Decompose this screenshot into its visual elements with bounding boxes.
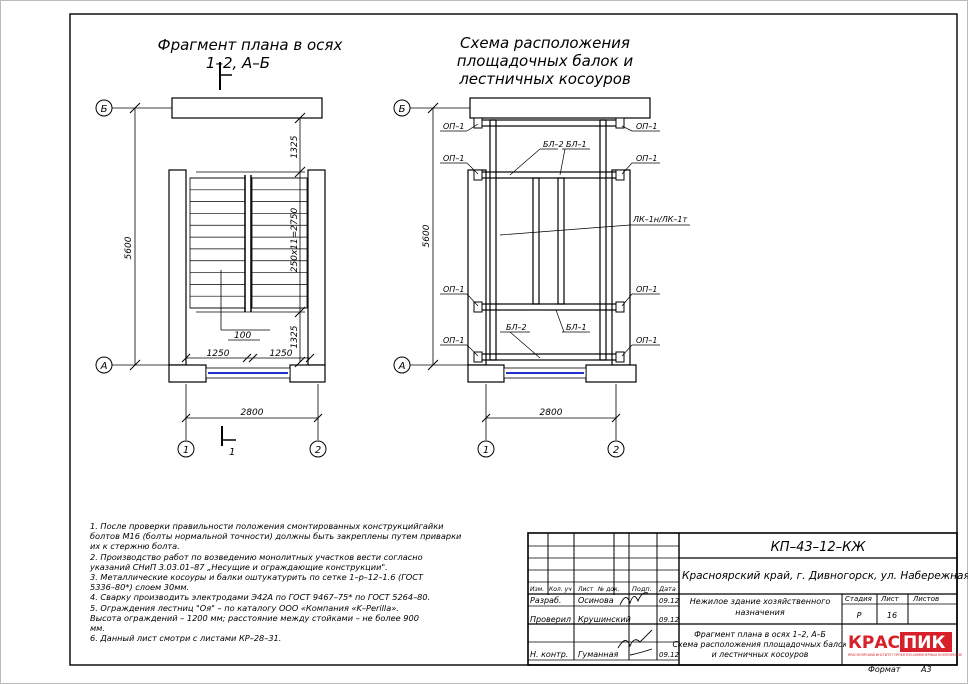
name-normcontrol: Гуманная (578, 650, 618, 659)
object-line2: назначения (735, 608, 785, 617)
label-op1-6: ОП–1 (636, 154, 657, 163)
stage-value: Р (857, 611, 862, 620)
left-title-line1: Фрагмент плана в осях (158, 36, 343, 54)
label-op1-8: ОП–1 (636, 336, 657, 345)
signature-developer (619, 592, 649, 606)
company-logo: КРАС ПИК КРАСНОЯРСКИЙ ИНСТИТУТ ПРОЕКТНО-… (846, 628, 962, 658)
date-developer: 09.12 (659, 597, 680, 605)
project-code: КП–43–12–КЖ (771, 540, 867, 555)
note-line: 5336–80*) слоем 30мм. (90, 582, 190, 593)
object-line1: Нежилое здание хозяйственного (690, 597, 831, 606)
axis-bubble-1-left (177, 440, 195, 458)
axis-label-a-right: А (398, 361, 406, 372)
role-developer: Разраб. (530, 596, 561, 605)
right-title-line1: Схема расположения (460, 34, 630, 52)
note-line: 1. После проверки правильности положения… (90, 521, 444, 531)
dim-5600-right: 5600 (422, 224, 432, 247)
hdr-list: Лист (577, 586, 594, 593)
axis-bubble-1-right (477, 440, 495, 458)
hdr-kol: Кол. уч (549, 586, 572, 593)
axis-label-1-left: 1 (183, 445, 189, 456)
axis-label-b-right: Б (399, 104, 406, 115)
signature-normcontrol (617, 629, 653, 656)
title-block-text: КП–43–12–КЖ Красноярский край, г. Дивног… (530, 540, 968, 674)
left-title-line2: 1–2, А–Б (206, 54, 270, 72)
note-line: Высота ограждений – 1200 мм; расстояние … (90, 612, 419, 623)
role-checker: Проверил (530, 615, 571, 624)
note-line: указаний СНиП 3.03.01–87 „Несущие и огра… (90, 561, 388, 572)
note-line: 6. Данный лист смотри с листами КР–28–31… (90, 633, 282, 644)
stage-label: Стадия (845, 595, 872, 603)
dim-1250-left: 1250 (207, 349, 230, 359)
note-line: мм. (90, 623, 105, 634)
sheet-label: Лист (880, 595, 900, 603)
dim-2750: 250x11=2750 (290, 208, 300, 273)
format-value: А3 (920, 665, 932, 674)
dim-2800-left: 2800 (241, 408, 264, 418)
logo-text-right: ПИК (903, 633, 945, 653)
right-title-line2: площадочных балок и (457, 52, 634, 70)
dim-5600-left: 5600 (124, 236, 134, 259)
hdr-izm: Изм. (530, 586, 544, 593)
hdr-doc: № док. (597, 586, 620, 593)
dim-100: 100 (234, 331, 251, 341)
logo-subtitle: КРАСНОЯРСКИЙ ИНСТИТУТ ПРОЕКТНО-ИНЖЕНЕРНЫ… (848, 652, 962, 657)
right-title-line3: лестничных косоуров (458, 70, 631, 88)
support-plates (473, 117, 625, 363)
sheet-title-line2: Схема расположения площадочных балок (673, 640, 848, 649)
date-normcontrol: 09.12 (659, 651, 680, 659)
name-checker: Крушинский (578, 615, 631, 624)
note-line: 5. Ограждения лестниц "Оя" – по каталогу… (90, 602, 399, 613)
dim-1325-bottom: 1325 (290, 325, 300, 348)
axis-label-a-left: А (100, 361, 108, 372)
axis-label-1-right: 1 (483, 445, 489, 456)
axis-label-2-right: 2 (613, 445, 619, 456)
label-bl1-bottom: БЛ–1 (566, 323, 587, 332)
section-mark-label: 1 (229, 447, 235, 458)
dim-1325-top: 1325 (290, 135, 300, 158)
note-line: 4. Сварку производить электродами Э42А п… (90, 592, 431, 603)
note-line: 2. Производство работ по возведению моно… (90, 551, 423, 562)
label-op1-1: ОП–1 (443, 122, 464, 131)
general-notes: 1. После проверки правильности положения… (90, 521, 510, 643)
axis-bubble-2-right (607, 440, 625, 458)
name-developer: Осинова (578, 596, 614, 605)
note-line: болтов М16 (болты нормальной точности) д… (90, 531, 462, 542)
right-beam-scheme: Схема расположения площадочных балок и л… (393, 34, 690, 458)
hdr-date: Дата (658, 585, 676, 593)
platform-beams (477, 119, 621, 361)
label-lk: ЛК–1н/ЛК–1т (632, 215, 687, 224)
project-location: Красноярский край, г. Дивногорск, ул. На… (682, 570, 968, 582)
label-bl1-top: БЛ–1 (566, 140, 587, 149)
axis-bubble-2-left (309, 440, 327, 458)
label-bl2-bottom: БЛ–2 (506, 323, 527, 332)
left-plan-drawing: Фрагмент плана в осях 1–2, А–Б Б А (95, 36, 343, 458)
dim-2800-right: 2800 (540, 408, 563, 418)
role-normcontrol: Н. контр. (530, 650, 568, 659)
label-op1-4: ОП–1 (443, 336, 464, 345)
label-op1-5: ОП–1 (636, 122, 657, 131)
axis-label-2-left: 2 (315, 445, 321, 456)
axis-label-b-left: Б (101, 104, 108, 115)
logo-text-left: КРАС (848, 633, 900, 653)
sheet-title-line1: Фрагмент плана в осях 1–2, А–Б (694, 630, 826, 639)
date-checker: 09.12 (659, 616, 680, 624)
label-op1-3: ОП–1 (443, 285, 464, 294)
sheet-value: 16 (887, 611, 897, 620)
format-label: Формат (868, 665, 901, 674)
note-line: 3. Металлические косоуры и балки оштукат… (90, 572, 423, 583)
label-op1-2: ОП–1 (443, 154, 464, 163)
sheet-title-line3: и лестничных косоуров (712, 650, 809, 659)
dim-1250-right: 1250 (270, 349, 293, 359)
sheets-label: Листов (912, 595, 939, 603)
note-line: их к стержню болта. (90, 541, 180, 552)
hdr-sign: Подп. (632, 585, 652, 593)
label-op1-7: ОП–1 (636, 285, 657, 294)
label-bl2-top: БЛ–2 (543, 140, 564, 149)
sheet-frame (69, 13, 958, 666)
title-block (527, 532, 958, 666)
